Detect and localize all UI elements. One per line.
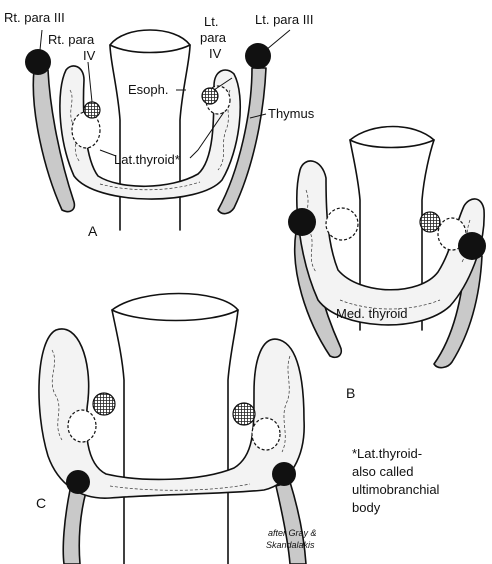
label-thymus: Thymus xyxy=(268,106,315,121)
parathyroid-iii-right-a xyxy=(25,49,51,75)
credit-line-1: after Gray & xyxy=(268,528,317,538)
parathyroid-iv-left-c xyxy=(233,403,255,425)
lat-thyroid-right-c xyxy=(68,410,96,442)
panel-b: Med. thyroid B xyxy=(288,127,486,402)
label-lt-para-iv-1: Lt. xyxy=(204,14,218,29)
panel-c: C xyxy=(36,294,306,564)
thymus-left-c xyxy=(276,482,306,564)
label-med-thyroid: Med. thyroid xyxy=(336,306,408,321)
label-rt-para-iv-2: IV xyxy=(83,48,96,63)
thymus-right-c xyxy=(63,490,86,564)
credit-line-2: Skandalakis xyxy=(266,540,315,550)
footnote-line-2: also called xyxy=(352,464,413,479)
label-lt-para-iv-3: IV xyxy=(209,46,222,61)
parathyroid-iii-right-b xyxy=(288,208,316,236)
footnote-line-4: body xyxy=(352,500,381,515)
panel-label-b: B xyxy=(346,385,355,401)
leader-lt-para-iii xyxy=(266,30,290,50)
label-lt-para-iv-2: para xyxy=(200,30,227,45)
parathyroid-iii-left-b xyxy=(458,232,486,260)
label-lat-thyroid: Lat.thyroid* xyxy=(114,152,180,167)
parathyroid-iii-left-a xyxy=(245,43,271,69)
panel-label-c: C xyxy=(36,495,46,511)
label-rt-para-iii: Rt. para III xyxy=(4,10,65,25)
parathyroid-iii-right-c xyxy=(66,470,90,494)
esophagus-c xyxy=(112,294,238,564)
esophagus-a xyxy=(110,30,190,230)
footnote-line-3: ultimobranchial xyxy=(352,482,440,497)
panel-a: Rt. para III Rt. para IV Lt. para IV Lt.… xyxy=(4,10,315,239)
parathyroid-iv-left-b xyxy=(420,212,440,232)
leader-rt-para-iv xyxy=(88,62,92,102)
leader-rt-para-iii xyxy=(40,30,42,50)
parathyroid-iv-right-a xyxy=(84,102,100,118)
lat-thyroid-right-b xyxy=(326,208,358,240)
footnote: *Lat.thyroid- also called ultimobranchia… xyxy=(352,446,440,515)
parathyroid-iii-left-c xyxy=(272,462,296,486)
label-esoph: Esoph. xyxy=(128,82,168,97)
panel-label-a: A xyxy=(88,223,98,239)
label-rt-para-iv-1: Rt. para xyxy=(48,32,95,47)
lat-thyroid-left-c xyxy=(252,418,280,450)
footnote-line-1: *Lat.thyroid- xyxy=(352,446,422,461)
parathyroid-iv-right-c xyxy=(93,393,115,415)
label-lt-para-iii: Lt. para III xyxy=(255,12,314,27)
parathyroid-iv-left-a xyxy=(202,88,218,104)
